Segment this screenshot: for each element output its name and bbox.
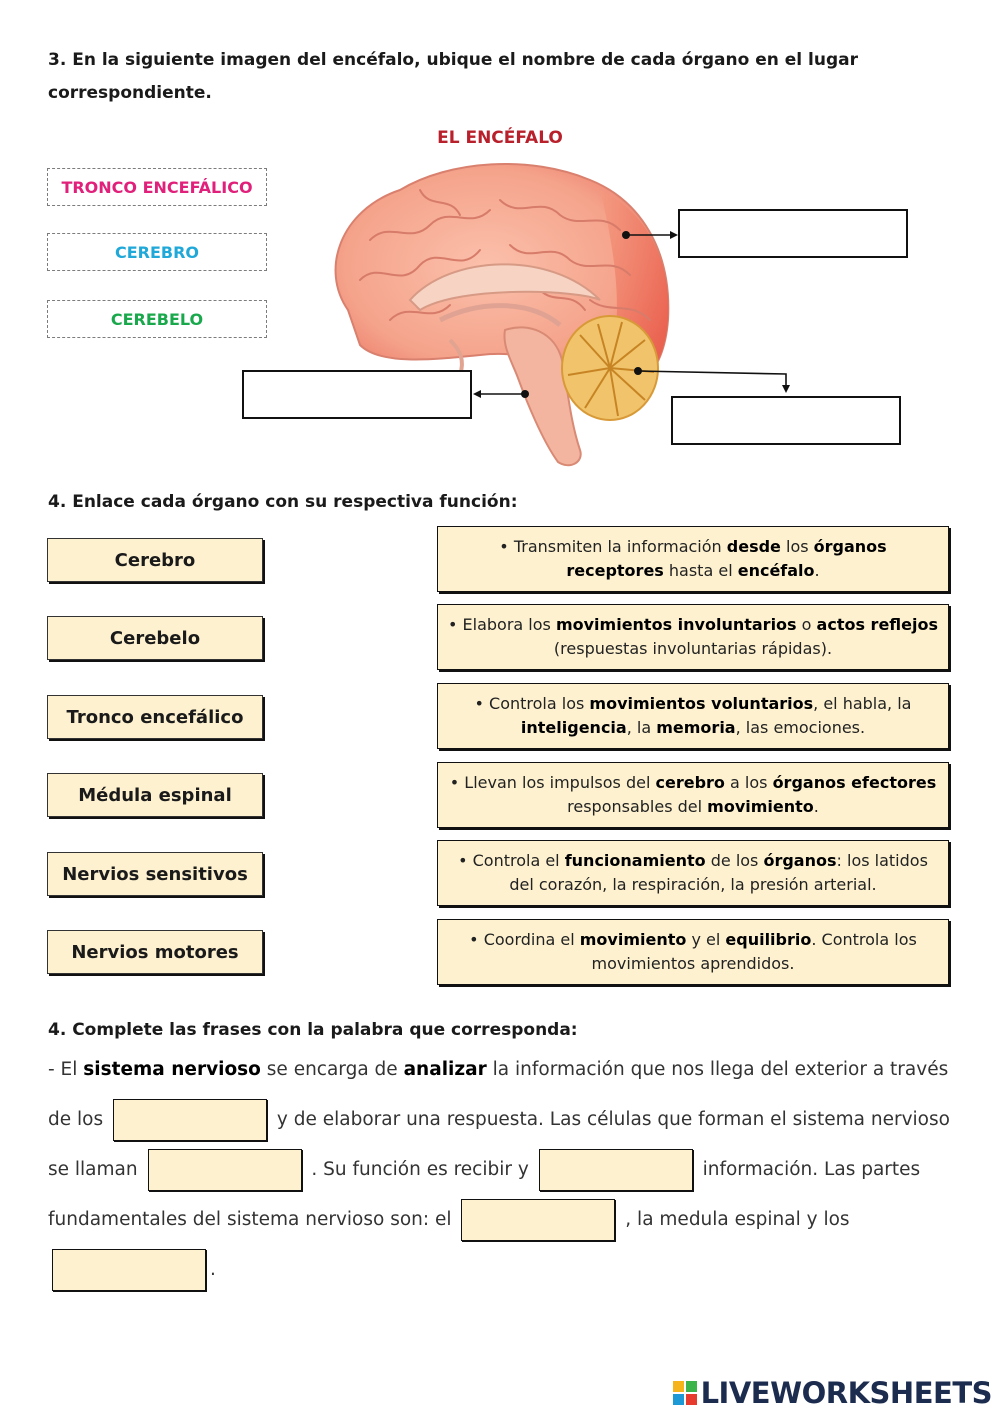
function-box-3[interactable]: • Controla los movimientos voluntarios, … bbox=[437, 683, 949, 749]
question-4-complete-title: 4. Complete las frases con la palabra qu… bbox=[48, 1020, 578, 1040]
function-box-6[interactable]: • Coordina el movimiento y el equilibrio… bbox=[437, 919, 949, 985]
function-box-2[interactable]: • Elabora los movimientos involuntarios … bbox=[437, 604, 949, 670]
function-text: • Transmiten la información desde los ór… bbox=[499, 537, 887, 580]
label-option-cerebelo[interactable]: CEREBELO bbox=[47, 300, 267, 338]
blank-input-4[interactable] bbox=[461, 1199, 616, 1241]
organ-tronco-encefalico[interactable]: Tronco encefálico bbox=[47, 695, 263, 739]
organ-nervios-sensitivos[interactable]: Nervios sensitivos bbox=[47, 852, 263, 896]
blank-input-5[interactable] bbox=[52, 1249, 206, 1291]
organ-cerebro[interactable]: Cerebro bbox=[47, 538, 263, 582]
drop-box-left[interactable] bbox=[242, 370, 472, 419]
fill-paragraph: - El sistema nervioso se encarga de anal… bbox=[48, 1045, 953, 1295]
function-text: • Llevan los impulsos del cerebro a los … bbox=[449, 773, 937, 816]
brain-illustration bbox=[334, 163, 790, 467]
blank-input-2[interactable] bbox=[147, 1149, 302, 1191]
function-box-1[interactable]: • Transmiten la información desde los ór… bbox=[437, 526, 949, 592]
brain-title: EL ENCÉFALO bbox=[437, 128, 563, 148]
liveworksheets-brand: LIVEWORKSHEETS bbox=[672, 1376, 993, 1410]
function-text: • Controla los movimientos voluntarios, … bbox=[474, 694, 912, 737]
drop-box-bottom-right[interactable] bbox=[671, 396, 901, 445]
blank-input-1[interactable] bbox=[113, 1099, 267, 1141]
question-3-title: 3. En la siguiente imagen del encéfalo, … bbox=[48, 50, 858, 103]
label-option-cerebro[interactable]: CEREBRO bbox=[47, 233, 267, 271]
drop-box-top-right[interactable] bbox=[678, 209, 908, 258]
function-text: • Elabora los movimientos involuntarios … bbox=[448, 615, 938, 658]
function-text: • Coordina el movimiento y el equilibrio… bbox=[469, 930, 917, 973]
lws-logo-icon bbox=[672, 1381, 697, 1405]
organ-nervios-motores[interactable]: Nervios motores bbox=[47, 930, 263, 974]
question-4-match-title: 4. Enlace cada órgano con su respectiva … bbox=[48, 492, 518, 512]
organ-medula-espinal[interactable]: Médula espinal bbox=[47, 773, 263, 817]
function-text: • Controla el funcionamiento de los órga… bbox=[458, 851, 928, 894]
function-box-5[interactable]: • Controla el funcionamiento de los órga… bbox=[437, 840, 949, 906]
blank-input-3[interactable] bbox=[538, 1149, 693, 1191]
function-box-4[interactable]: • Llevan los impulsos del cerebro a los … bbox=[437, 762, 949, 828]
label-option-tronco[interactable]: TRONCO ENCEFÁLICO bbox=[47, 168, 267, 206]
organ-cerebelo[interactable]: Cerebelo bbox=[47, 616, 263, 660]
